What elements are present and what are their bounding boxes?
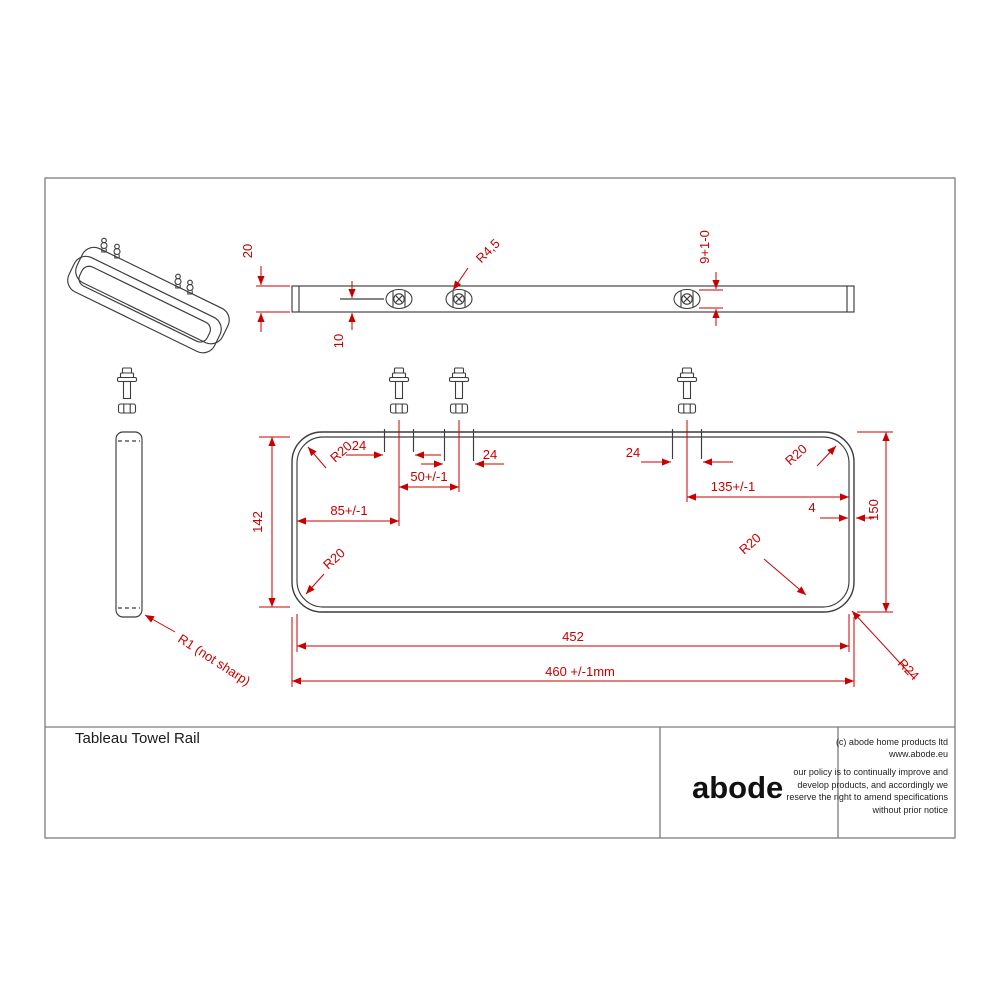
dimension-lines (144, 266, 913, 687)
bolt-icon (388, 367, 410, 414)
dim-stud-width-left: 24 (352, 438, 366, 453)
side-view (115, 431, 143, 618)
dim-outer-corner-radius: R24 (895, 656, 922, 684)
drawing-title: Tableau Towel Rail (75, 730, 200, 747)
copyright-block: (c) abode home products ltd www.abode.eu (728, 736, 948, 760)
mounting-pin-icon (113, 243, 121, 259)
dim-hole-diameter: 9+1-0 (697, 230, 712, 264)
dim-left-stud-offset: 85+/-1 (330, 503, 367, 518)
front-view (291, 285, 855, 313)
dim-hole-offset: 10 (331, 334, 346, 348)
dim-stud-width-right: 24 (626, 445, 640, 460)
mounting-pin-icon (174, 273, 182, 289)
dim-wall-thickness: 4 (808, 500, 815, 515)
dim-right-stud-offset: 135+/-1 (711, 479, 755, 494)
policy-notice: our policy is to continually improve and… (786, 767, 948, 815)
dim-stud-spacing: 50+/-1 (410, 469, 447, 484)
dim-corner-radius-tr: R20 (782, 441, 810, 468)
mounting-pin-icon (186, 279, 194, 295)
screw-head-icon (445, 288, 473, 310)
dim-corner-radius-bl: R20 (320, 545, 348, 572)
brand-logo: abode (692, 770, 784, 805)
dim-screw-radius: R4,5 (473, 236, 503, 266)
mounting-pin-icon (100, 237, 108, 253)
screw-head-icon (673, 288, 701, 310)
dim-inner-height: 142 (250, 511, 265, 533)
dimension-labels: 20 10 R4,5 9+1-0 24 24 24 50+/-1 135+/-1… (175, 230, 922, 689)
dim-bar-height: 20 (240, 244, 255, 258)
screw-head-icon (385, 288, 413, 310)
bolt-icon (116, 367, 138, 414)
dim-corner-radius-br: R20 (736, 530, 764, 557)
bolt-icon (676, 367, 698, 414)
website-text: www.abode.eu (888, 749, 948, 760)
dim-stud-width-mid: 24 (483, 447, 497, 462)
drawing-frame (44, 177, 956, 839)
dim-inner-width: 452 (562, 629, 584, 644)
dim-corner-radius-tl: R20 (327, 438, 355, 465)
isometric-view (67, 237, 230, 354)
bolt-icon (448, 367, 470, 414)
dim-edge-radius: R1 (not sharp) (175, 631, 253, 689)
dim-outer-width: 460 +/-1mm (545, 664, 615, 679)
copyright-line: (c) abode home products ltd (835, 737, 948, 747)
dim-outer-height: 150 (866, 499, 881, 521)
